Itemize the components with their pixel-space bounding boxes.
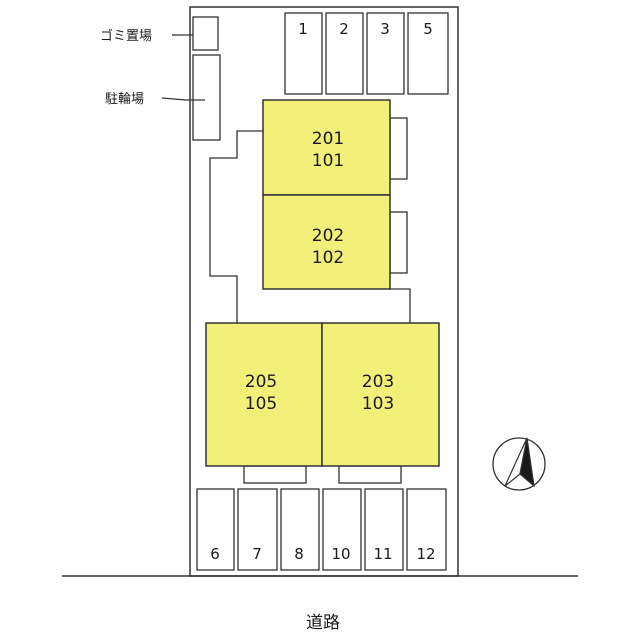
parking-number: 2 (339, 20, 349, 38)
parking-space (407, 12, 449, 95)
parking-space (284, 12, 323, 95)
parking-number: 1 (298, 20, 308, 38)
parking-space (364, 488, 404, 571)
parking-space (366, 12, 405, 95)
unit-number: 101 (312, 151, 344, 171)
parking-number: 7 (252, 545, 262, 563)
parking-space (325, 12, 364, 95)
parking-space (406, 488, 447, 571)
garbage-area (192, 16, 219, 51)
walkway-outline (209, 130, 263, 323)
unit-number: 201 (312, 129, 344, 149)
parking-number: 10 (331, 545, 350, 563)
balcony (389, 117, 408, 180)
bicycle-label: 駐輪場 (105, 91, 144, 107)
balcony (243, 465, 307, 484)
parking-space (237, 488, 278, 571)
building-unit-201-101 (262, 99, 391, 196)
north-arrow-icon (492, 437, 546, 491)
walkway-outline (388, 288, 411, 323)
parking-number: 12 (416, 545, 435, 563)
parking-number: 6 (210, 545, 220, 563)
parking-space (196, 488, 235, 571)
parking-space (280, 488, 320, 571)
unit-number: 202 (312, 226, 344, 246)
unit-number: 103 (362, 394, 394, 414)
unit-number: 205 (245, 372, 277, 392)
balcony (338, 465, 402, 484)
road-label: 道路 (306, 613, 340, 633)
unit-number: 102 (312, 248, 344, 268)
unit-number: 105 (245, 394, 277, 414)
parking-number: 5 (423, 20, 433, 38)
parking-number: 11 (373, 545, 392, 563)
balcony (389, 211, 408, 274)
bicycle-parking (192, 54, 221, 141)
parking-number: 8 (294, 545, 304, 563)
bicycle-leader (161, 97, 205, 101)
building-unit-205-105 (205, 322, 323, 467)
building-unit-202-102 (262, 194, 391, 290)
garbage-label: ゴミ置場 (100, 28, 152, 44)
property-boundary (189, 6, 459, 577)
parking-number: 3 (380, 20, 390, 38)
parking-space (322, 488, 362, 571)
unit-number: 203 (362, 372, 394, 392)
building-unit-203-103 (321, 322, 440, 467)
